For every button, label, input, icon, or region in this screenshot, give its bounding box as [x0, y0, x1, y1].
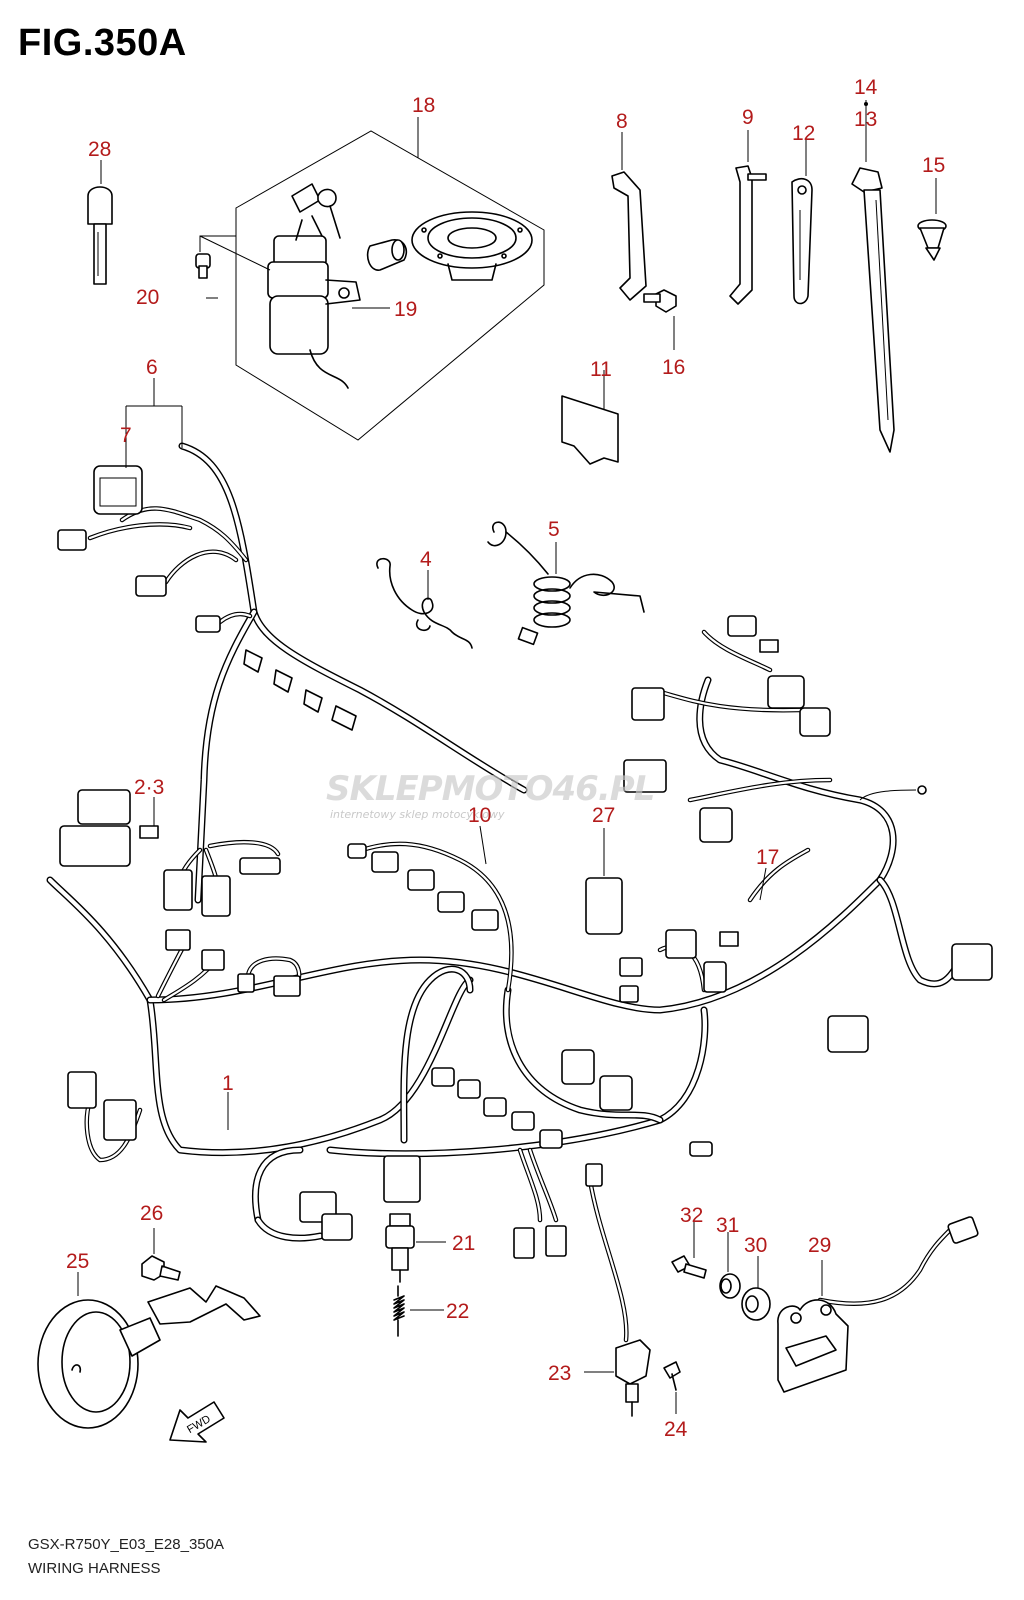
main-harness	[46, 442, 964, 1242]
connectors	[57, 465, 993, 1259]
relay-27	[585, 877, 623, 935]
callout-27: 27	[592, 804, 615, 827]
callout-17: 17	[756, 846, 779, 869]
screw-24	[663, 1361, 681, 1414]
figure-name: WIRING HARNESS	[28, 1560, 161, 1577]
figure-title: FIG.350A	[18, 22, 187, 64]
harness-branches	[84, 506, 953, 1343]
bolt-32	[671, 1222, 707, 1279]
callout-8: 8	[616, 110, 628, 133]
callout-24: 24	[664, 1418, 688, 1441]
bracket-12	[791, 140, 813, 305]
callout-7: 7	[120, 424, 132, 447]
callout-25: 25	[66, 1250, 89, 1273]
callout-23: 23	[548, 1362, 571, 1385]
callout-32: 32	[680, 1204, 703, 1227]
callout-31: 31	[716, 1214, 739, 1237]
collar-31	[719, 1232, 741, 1299]
callout-4: 4	[420, 548, 432, 571]
callout-10: 10	[468, 804, 491, 827]
callout-numbers: 18 28 8 9 12 14 13 15 20 19 16 11 6 7 5 …	[66, 76, 945, 1441]
watermark: SKLEPMOTO46.PL internetowy sklep motocyk…	[326, 769, 655, 821]
callout-30: 30	[744, 1234, 767, 1257]
switch-23	[584, 1339, 651, 1417]
spring-22	[393, 1285, 444, 1337]
callout-18: 18	[412, 94, 435, 117]
callout-11: 11	[590, 358, 612, 381]
ignition-group-box	[235, 130, 545, 441]
callout-21: 21	[452, 1232, 475, 1255]
callout-19: 19	[394, 298, 417, 321]
clip-15	[917, 178, 947, 261]
switch-21	[385, 1213, 446, 1283]
callout-20: 20	[136, 286, 159, 309]
callout-22: 22	[446, 1300, 469, 1323]
cable-tie	[851, 100, 895, 453]
connector-7	[93, 465, 143, 515]
callout-5: 5	[548, 518, 560, 541]
callout-6: 6	[146, 356, 158, 379]
watermark-sub: internetowy sklep motocyklowy	[330, 808, 505, 821]
key	[87, 160, 113, 285]
horn-25	[37, 1272, 261, 1429]
bracket-8	[611, 132, 647, 301]
grommet-30	[741, 1256, 771, 1321]
ignition-switch-set	[195, 117, 545, 441]
callout-28: 28	[88, 138, 111, 161]
callout-9: 9	[742, 106, 754, 129]
bracket-9	[729, 130, 767, 305]
figure-model-code: GSX-R750Y_E03_E28_350A	[28, 1536, 224, 1553]
callout-14: 14	[854, 76, 878, 99]
plate-11	[561, 370, 619, 465]
sensor-29	[777, 1216, 979, 1393]
callout-2-3: 2·3	[134, 776, 164, 799]
callout-26: 26	[140, 1202, 163, 1225]
spring-5	[487, 521, 645, 628]
callout-13: 13	[854, 108, 877, 131]
callout-15: 15	[922, 154, 945, 177]
bolt-26	[141, 1228, 181, 1281]
fwd-arrow: FWD	[169, 1401, 225, 1443]
callout-29: 29	[808, 1234, 831, 1257]
leader-lines	[125, 297, 767, 1130]
callout-16: 16	[662, 356, 685, 379]
bolt-16	[643, 289, 677, 350]
callout-12: 12	[792, 122, 815, 145]
watermark-main: SKLEPMOTO46.PL	[326, 769, 654, 809]
callout-1: 1	[222, 1072, 234, 1095]
spring-4	[376, 557, 473, 649]
